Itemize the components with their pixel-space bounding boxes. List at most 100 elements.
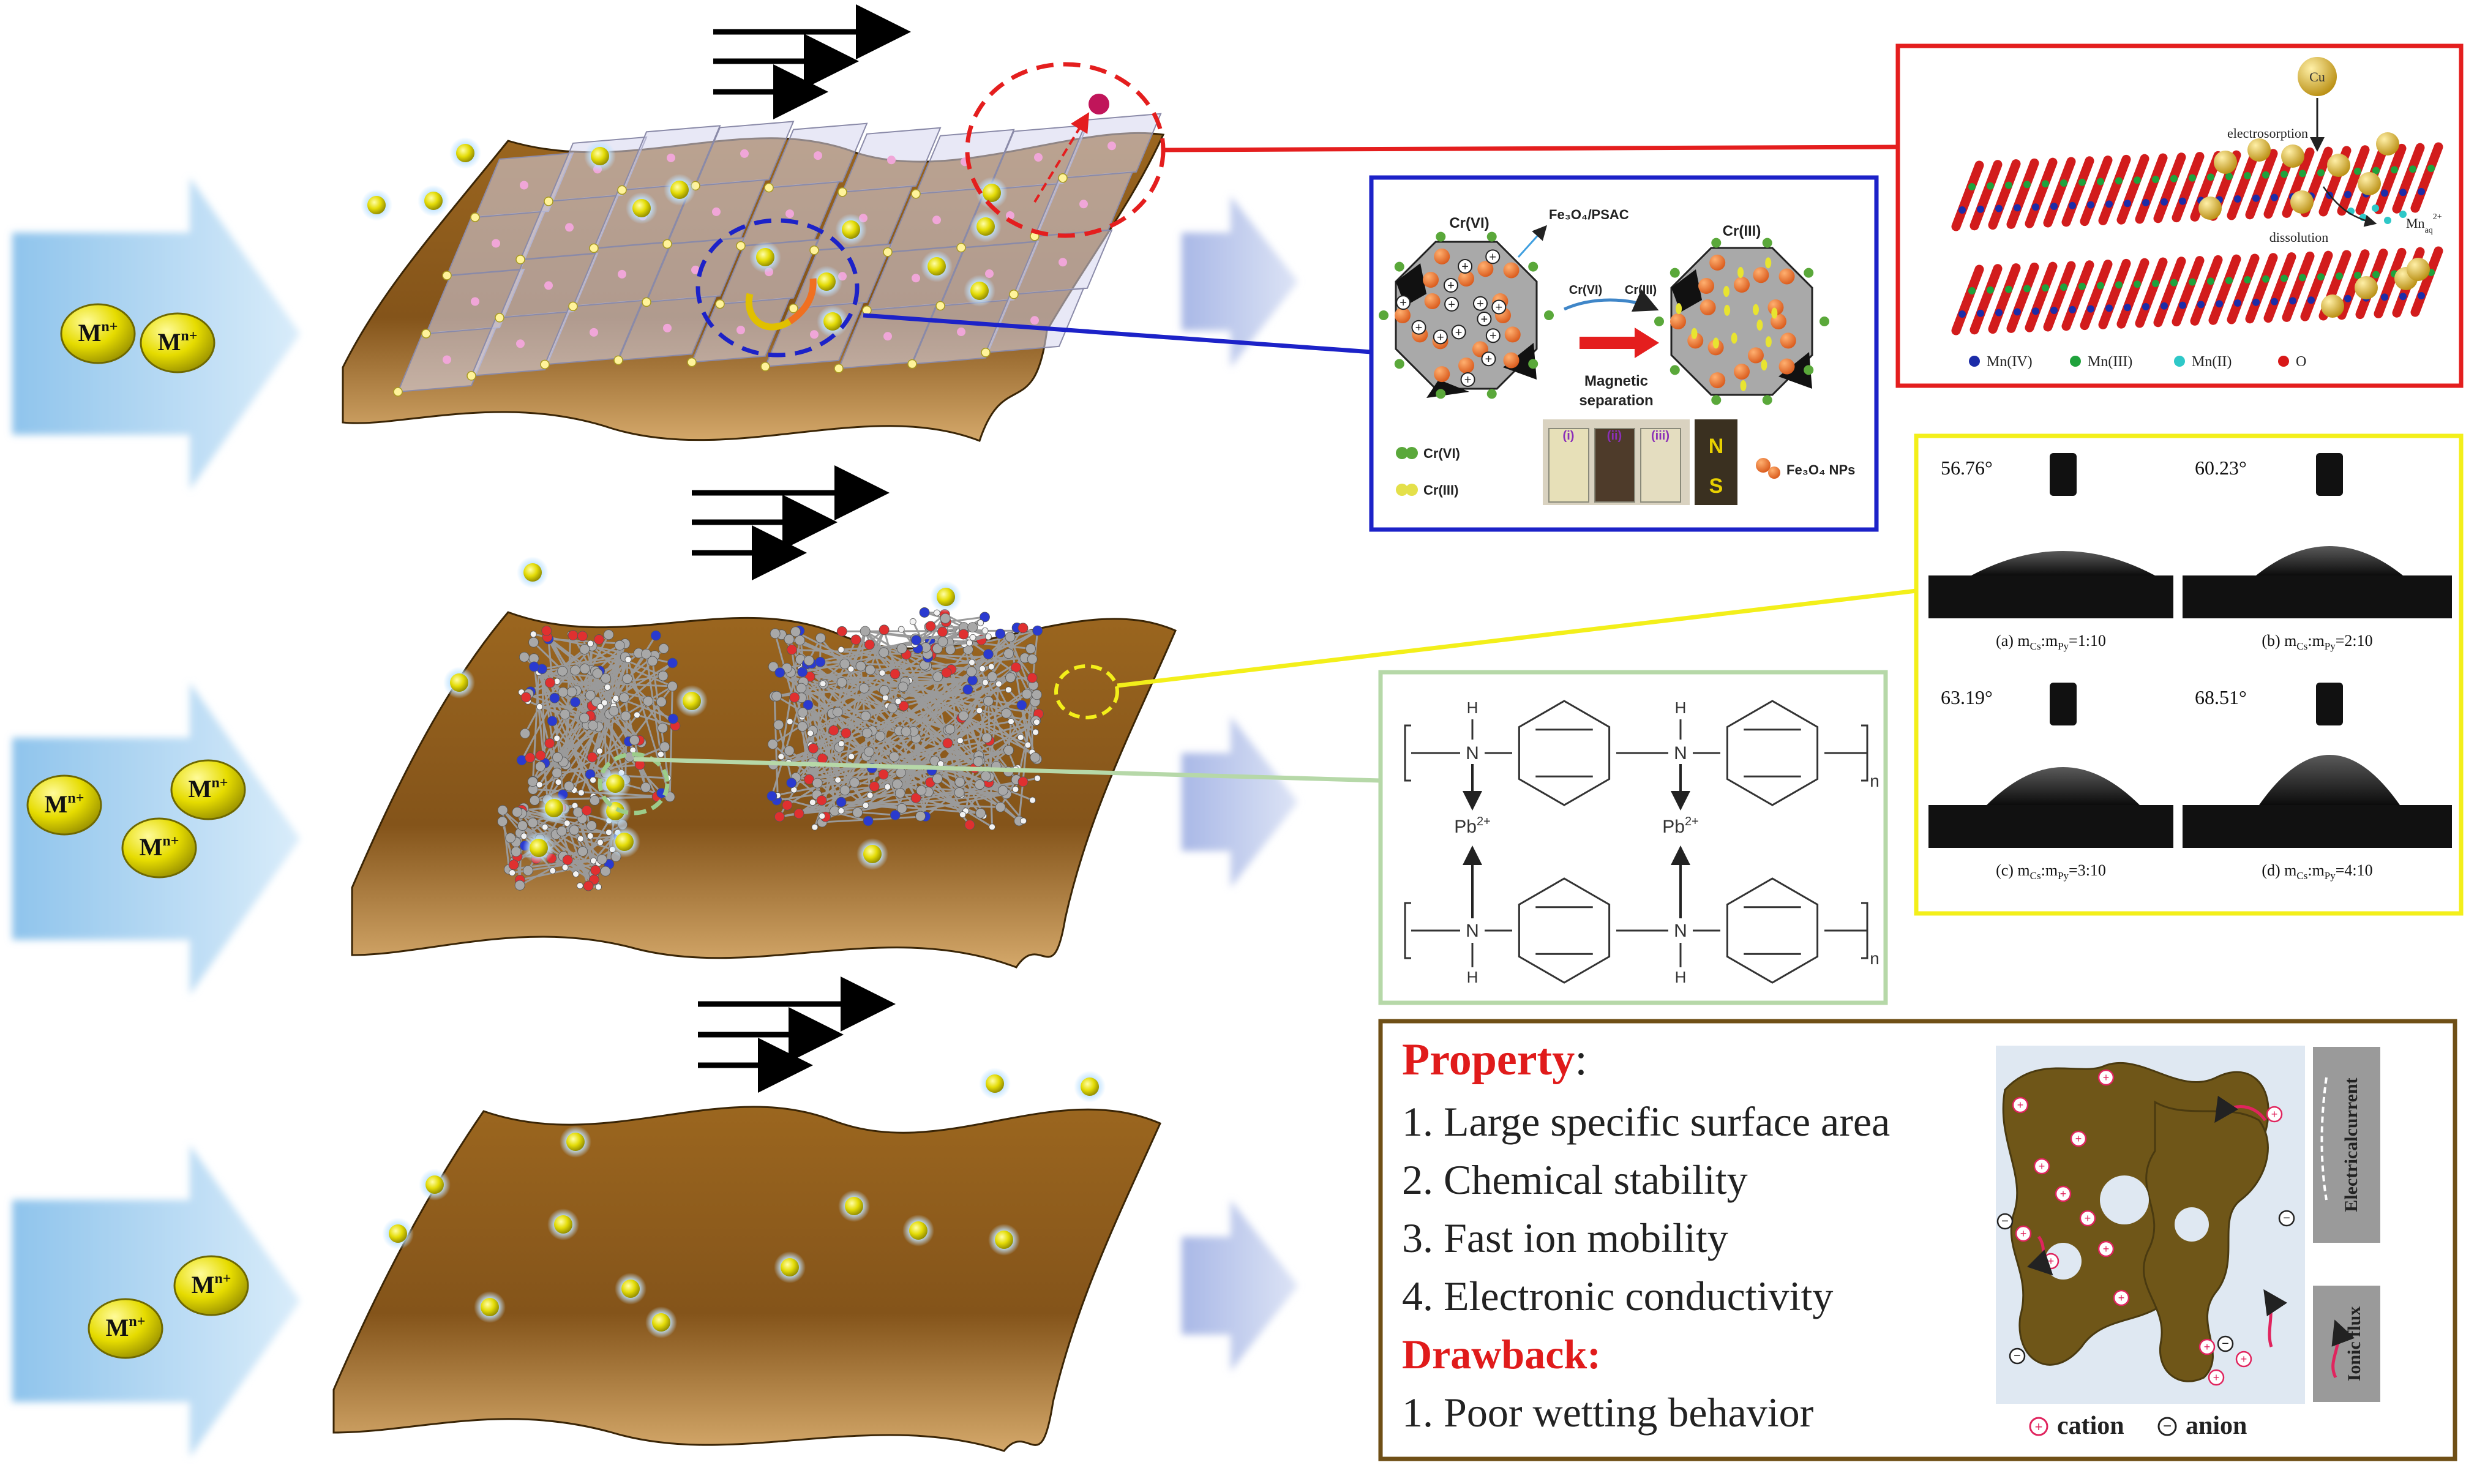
contact-angle-value: 60.23° (2195, 457, 2247, 479)
svg-text:+: + (2103, 1243, 2110, 1255)
svg-text:Mn(IV): Mn(IV) (1987, 354, 2033, 370)
contact-angle-value: 56.76° (1941, 457, 1993, 479)
callout-blue (695, 218, 1372, 358)
property-item-4: 4. Electronic conductivity (1402, 1273, 1833, 1319)
svg-text:−: − (2014, 1349, 2021, 1363)
electrode-sheet-3 (332, 1106, 1161, 1452)
mno2-layers (1951, 132, 2443, 335)
contact-angle-cell: 56.76°(a) mCs:mPy=1:10 (1928, 450, 2173, 652)
ion (645, 1306, 677, 1338)
flow-arrows-row-1 (713, 4, 911, 119)
ion (418, 185, 449, 217)
callout-green (598, 752, 1381, 815)
ion (523, 832, 555, 864)
contact-angle-caption: (d) mCs:mPy=4:10 (2262, 861, 2372, 882)
svg-text:+: + (2271, 1108, 2278, 1120)
legend-fe3o4-np: Fe₃O₄ NPs (1786, 462, 1855, 478)
drawback-item-1: 1. Poor wetting behavior (1402, 1389, 1814, 1436)
svg-text:Pb2+: Pb2+ (1454, 815, 1491, 837)
svg-text:+: + (2213, 1371, 2220, 1384)
cr6-arrow-label: Cr(VI) (1569, 283, 1602, 297)
ion (449, 137, 481, 169)
svg-text:Pb2+: Pb2+ (1662, 815, 1699, 837)
ion (664, 174, 695, 206)
electrode-sheet-1 (342, 113, 1165, 442)
electrical-current-tab (2313, 1047, 2380, 1243)
svg-text:+: + (2241, 1353, 2247, 1365)
ion (964, 275, 995, 307)
fe3o4-psac-label: Fe₃O₄/PSAC (1549, 207, 1629, 222)
svg-text:Mn+: Mn+ (189, 775, 228, 803)
input-arrow-row-3 (12, 1145, 300, 1457)
contact-angle-caption: (c) mCs:mPy=3:10 (1996, 861, 2106, 882)
svg-text:+: + (2035, 1419, 2043, 1434)
ion (979, 1068, 1011, 1100)
svg-text:+: + (2085, 1212, 2091, 1224)
metal-ion: Mn+ (26, 774, 102, 836)
magnetic-label: Magnetic (1584, 373, 1648, 389)
ion (930, 581, 962, 613)
separation-arrow (1580, 328, 1659, 358)
svg-text:+: + (1490, 329, 1497, 343)
svg-text:+: + (2103, 1071, 2110, 1084)
svg-text:+: + (1464, 373, 1472, 387)
cu-ion (2298, 57, 2337, 96)
svg-text:−: − (2163, 1418, 2172, 1434)
ion (609, 826, 640, 858)
svg-text:(ii): (ii) (1607, 429, 1622, 443)
svg-text:+: + (1447, 279, 1455, 293)
svg-text:H: H (1675, 699, 1687, 717)
ion (1074, 1071, 1106, 1103)
svg-text:+: + (1400, 296, 1407, 310)
mno2-panel: Cu electrosorption dissolution Mnaq2+ Mn… (1895, 43, 2464, 388)
ion (547, 1209, 579, 1240)
legend-cr6: Cr(VI) (1423, 446, 1460, 461)
svg-text:+: + (1485, 353, 1493, 366)
ion (560, 1126, 591, 1158)
callout-red (965, 62, 1898, 238)
property-heading: Property: (1402, 1035, 1587, 1085)
metal-ion: Mn+ (60, 303, 136, 364)
svg-text:N: N (1674, 921, 1687, 941)
ion (599, 768, 631, 800)
cation-legend: cation (2057, 1412, 2124, 1440)
svg-text:(i): (i) (1563, 429, 1575, 443)
electrode-sheet-2 (351, 607, 1177, 969)
svg-text:Mn(II): Mn(II) (2192, 354, 2232, 370)
ion (988, 1224, 1020, 1256)
svg-text:N: N (1674, 743, 1687, 763)
svg-text:+: + (1477, 298, 1484, 311)
ion (749, 241, 781, 273)
svg-text:n: n (1870, 771, 1879, 790)
flow-arrows-row-3 (698, 976, 896, 1093)
svg-text:H: H (1467, 968, 1478, 986)
svg-text:O: O (2296, 354, 2306, 370)
drawback-heading: Drawback: (1402, 1331, 1601, 1377)
ion (811, 266, 842, 298)
callout-yellow (1054, 588, 1917, 719)
svg-text:+: + (1455, 326, 1463, 339)
mno2-legend: Mn(IV) Mn(III) Mn(II) O (1969, 354, 2306, 370)
svg-text:−: − (2283, 1212, 2290, 1225)
metal-ion: Mn+ (140, 312, 215, 373)
contact-angle-cell: 60.23°(b) mCs:mPy=2:10 (2183, 450, 2452, 652)
svg-text:+: + (2017, 1099, 2024, 1111)
svg-text:−: − (2222, 1337, 2229, 1351)
svg-text:(iii): (iii) (1651, 429, 1670, 443)
cr3-arrow-label: Cr(III) (1625, 283, 1657, 297)
cu-ion-label: Cu (2309, 69, 2325, 84)
output-arrow-row-2 (1182, 716, 1298, 888)
ion (382, 1218, 414, 1250)
svg-text:Mn+: Mn+ (158, 328, 198, 356)
ion (517, 556, 549, 588)
ion (474, 1291, 506, 1323)
svg-text:+: + (2118, 1292, 2125, 1304)
svg-text:+: + (2039, 1160, 2045, 1172)
magnet (1695, 419, 1737, 505)
ion (902, 1215, 934, 1246)
anion-legend: anion (2186, 1412, 2247, 1440)
ion (921, 250, 953, 282)
contact-angle-cell: 63.19°(c) mCs:mPy=3:10 (1928, 680, 2173, 882)
